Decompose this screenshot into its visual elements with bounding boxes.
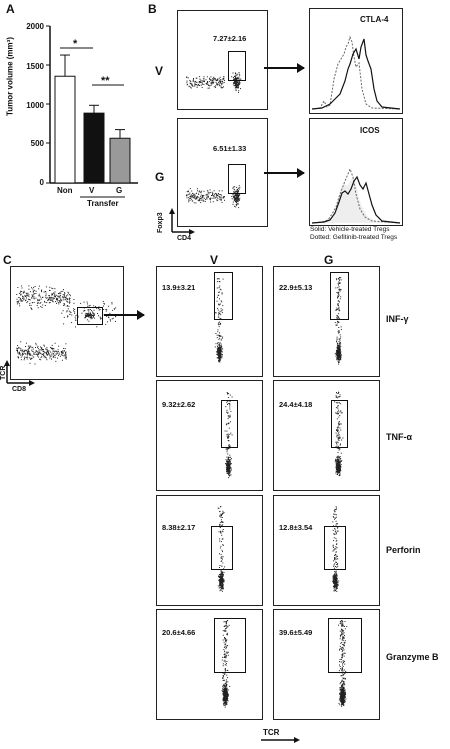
- row-label-g: G: [155, 170, 165, 184]
- panel-b-label: B: [148, 2, 157, 16]
- arrow-icon: [264, 63, 305, 73]
- dotplot-granzyme-g: 39.6±5.49: [273, 609, 380, 720]
- panel-a-label: A: [6, 2, 15, 16]
- scatter-points: [334, 391, 344, 477]
- dotplot-b-v: 7.27±2.16: [177, 10, 268, 110]
- column-label-g: G: [324, 253, 334, 267]
- stat-value: 22.9±5.13: [279, 283, 313, 292]
- scatter-points: [214, 278, 224, 363]
- histogram-curves: [311, 35, 401, 110]
- cd8-label: CD8: [12, 386, 27, 393]
- panel-c-label: C: [3, 253, 12, 267]
- stat-value: 8.38±2.17: [162, 523, 196, 532]
- stat-value: 13.9±3.21: [162, 283, 196, 292]
- tcr-label: TCR: [0, 365, 7, 380]
- histogram-curves: [311, 167, 401, 224]
- significance-2: **: [101, 75, 110, 87]
- stat-value: 39.6±5.49: [279, 628, 313, 637]
- row-label-v: V: [155, 64, 164, 78]
- xtick-g: G: [116, 186, 123, 195]
- histogram-ctla4: CTLA-4: [309, 8, 403, 114]
- scatter-points: [186, 185, 241, 209]
- foxp3-label: Foxp3: [157, 212, 164, 233]
- stat-value: 9.32±2.62: [162, 400, 196, 409]
- gate: [214, 272, 233, 320]
- xtick-non: Non: [57, 186, 73, 195]
- dotplot-granzyme-v: 20.6±4.66: [156, 609, 263, 720]
- ytick: 1000: [26, 101, 44, 110]
- bar-g: [109, 137, 131, 184]
- ytick: 0: [39, 178, 44, 187]
- gate: [214, 618, 246, 673]
- tcr-bottom-label: TCR: [263, 728, 280, 737]
- dotplot-inf-v: 13.9±3.21: [156, 266, 263, 377]
- panel-a-ylabel: Tumor volume (mm³): [5, 37, 15, 116]
- scatter-points: [217, 506, 226, 592]
- significance-1: *: [73, 38, 78, 50]
- stat-value: 20.6±4.66: [162, 628, 196, 637]
- ytick: 500: [30, 139, 44, 148]
- dotplot-tnf-g: 24.4±4.18: [273, 380, 380, 491]
- column-label-v: V: [210, 253, 219, 267]
- scatter-points: [224, 392, 233, 479]
- gate: [331, 400, 348, 448]
- scatter-points: [186, 72, 242, 93]
- gate: [77, 307, 103, 325]
- gate: [330, 272, 349, 320]
- cd4-label: CD4: [177, 235, 192, 242]
- gate: [211, 526, 233, 570]
- gate: [228, 164, 246, 194]
- stat-value: 6.51±1.33: [213, 144, 247, 153]
- row-label: Perforin: [386, 545, 421, 555]
- arrow-icon: [264, 168, 305, 178]
- hist-title: ICOS: [360, 126, 380, 135]
- stat-value: 7.27±2.16: [213, 34, 247, 43]
- dotplot-perforin-g: 12.8±3.54: [273, 495, 380, 606]
- transfer-label: Transfer: [87, 199, 119, 208]
- dotplot-b-g: 6.51±1.33: [177, 118, 268, 227]
- hist-title: CTLA-4: [360, 15, 389, 24]
- legend-solid: Solid: Vehicle-treated Tregs: [310, 226, 390, 233]
- ytick: 2000: [26, 22, 44, 31]
- row-label: TNF-α: [386, 432, 413, 442]
- xtick-v: V: [89, 186, 95, 195]
- stat-value: 24.4±4.18: [279, 400, 313, 409]
- histogram-icos: ICOS: [309, 118, 403, 226]
- dotplot-cd8-tcr: [10, 266, 124, 380]
- scatter-points: [338, 620, 348, 707]
- gate: [221, 400, 238, 448]
- row-label: Granzyme B: [386, 652, 439, 662]
- scatter-points: [221, 620, 231, 708]
- gate: [228, 51, 246, 81]
- scatter-points: [16, 285, 117, 365]
- gate: [324, 526, 346, 570]
- row-label: INF-γ: [386, 314, 409, 324]
- dotplot-inf-g: 22.9±5.13: [273, 266, 380, 377]
- ytick: 1500: [26, 62, 44, 71]
- dotplot-perforin-v: 8.38±2.17: [156, 495, 263, 606]
- arrow-icon: [104, 310, 145, 320]
- gate: [328, 618, 362, 673]
- bar-v: [83, 112, 105, 184]
- bar-non: [54, 75, 76, 184]
- scatter-points: [332, 506, 340, 592]
- legend-dotted: Dotted: Gefitinib-treated Tregs: [310, 234, 398, 241]
- stat-value: 12.8±3.54: [279, 523, 313, 532]
- scatter-points: [334, 277, 342, 365]
- dotplot-tnf-v: 9.32±2.62: [156, 380, 263, 491]
